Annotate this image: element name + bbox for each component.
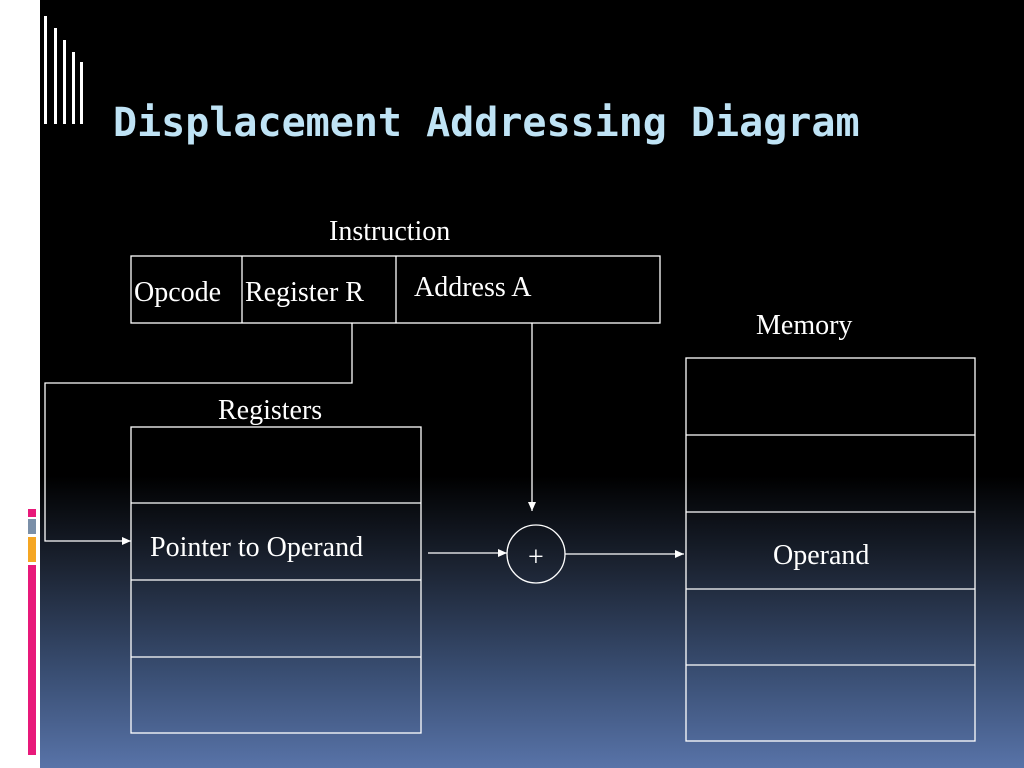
register-r-field: Register R [245,277,364,308]
accent-bar-orange [28,537,36,562]
registers-heading: Registers [218,395,323,426]
memory-heading: Memory [756,310,853,341]
memory-box [685,357,976,742]
window-grid-icon [44,16,83,124]
opcode-field: Opcode [134,277,222,308]
accent-bar-pink-long [28,565,36,755]
register-cell-pointer: Pointer to Operand [150,532,364,563]
instruction-box [130,255,661,324]
accent-bar-gray [28,519,36,534]
address-a-field: Address A [414,272,532,303]
adder-symbol: + [528,542,544,573]
registers-box [130,426,422,734]
accent-bar-pink-top [28,509,36,517]
instruction-heading: Instruction [329,216,451,247]
memory-cell-operand: Operand [773,540,870,571]
register-select-arrow [44,323,353,545]
slide-title: Displacement Addressing Diagram [113,100,860,146]
